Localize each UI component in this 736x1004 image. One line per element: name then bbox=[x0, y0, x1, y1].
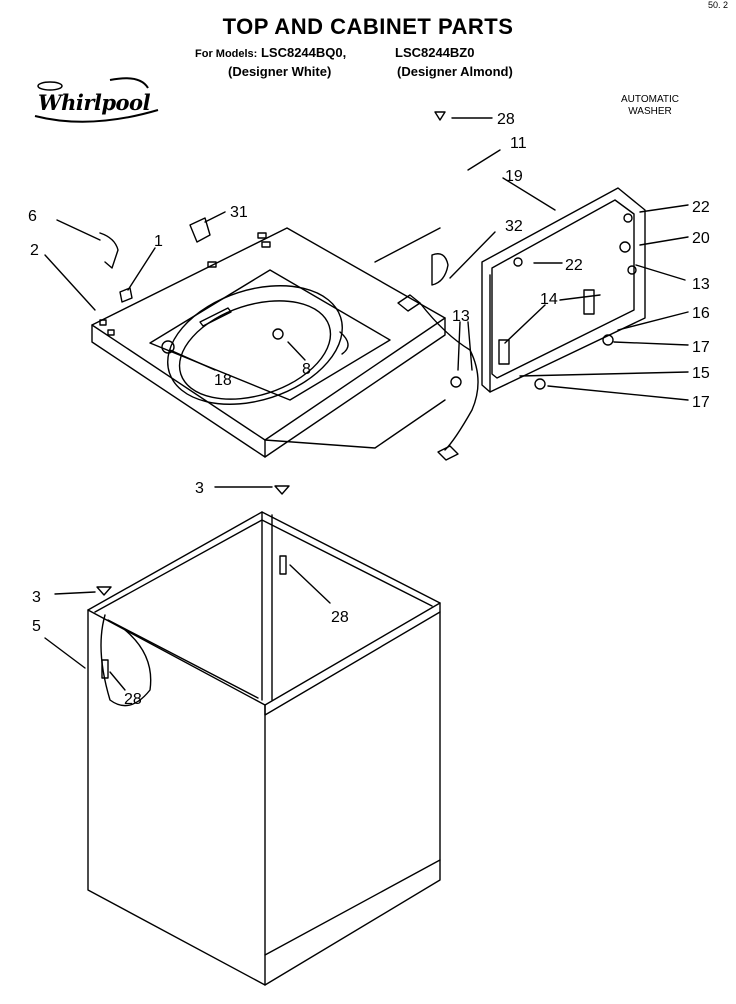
callout-22-inner: 22 bbox=[565, 257, 583, 274]
lid-hinge-slot bbox=[199, 307, 232, 327]
callout-13-right: 13 bbox=[692, 276, 710, 293]
part-22-bumper-inner bbox=[513, 257, 523, 267]
callout-18: 18 bbox=[214, 372, 232, 389]
model-color-1: (Designer White) bbox=[228, 64, 332, 79]
part-6-clip bbox=[99, 232, 119, 269]
callout-2: 2 bbox=[30, 242, 39, 259]
leader-lines bbox=[44, 117, 689, 691]
page-title: TOP AND CABINET PARTS bbox=[222, 14, 514, 39]
callout-22-top: 22 bbox=[692, 199, 710, 216]
callout-3-left: 3 bbox=[32, 589, 41, 606]
lid-frame bbox=[481, 187, 646, 393]
callout-20: 20 bbox=[692, 230, 710, 247]
model-list: For Models: LSC8244BQ0, LSC8244BZ0 bbox=[195, 45, 474, 60]
logo-swoosh-icon bbox=[34, 77, 159, 123]
model-color-2: (Designer Almond) bbox=[397, 64, 513, 79]
part-28-screw-top bbox=[434, 111, 446, 121]
part-18-hinge bbox=[161, 340, 175, 354]
part-31-bracket bbox=[189, 217, 211, 243]
part-20-catch bbox=[619, 241, 631, 253]
callout-6: 6 bbox=[28, 208, 37, 225]
callout-11: 11 bbox=[510, 135, 527, 152]
callout-5: 5 bbox=[32, 618, 41, 635]
models-prefix: For Models: bbox=[195, 48, 258, 60]
wire-harness bbox=[397, 294, 479, 461]
cabinet bbox=[87, 511, 441, 986]
part-1-fastener bbox=[119, 287, 133, 303]
document-type-label: AUTOMATIC WASHER bbox=[610, 94, 690, 118]
model-number-1: LSC8244BQ0, bbox=[260, 45, 347, 60]
part-17-foot-lower bbox=[534, 378, 546, 390]
callout-15: 15 bbox=[692, 365, 710, 382]
part-17-foot-upper bbox=[602, 334, 614, 346]
part-14-hinge-right bbox=[583, 289, 595, 315]
part-8-screw bbox=[272, 328, 284, 340]
whirlpool-logo: Whirlpool bbox=[30, 72, 165, 130]
callout-28-top: 28 bbox=[497, 111, 515, 128]
part-3-clip-left bbox=[96, 586, 112, 596]
callout-31: 31 bbox=[230, 204, 248, 221]
callout-3-right: 3 bbox=[195, 480, 204, 497]
callout-32: 32 bbox=[505, 218, 523, 235]
callout-28-cabinet: 28 bbox=[331, 609, 349, 626]
part-13-screw-right bbox=[627, 265, 637, 275]
callout-1: 1 bbox=[154, 233, 163, 250]
callout-14: 14 bbox=[540, 291, 558, 308]
part-28-screw-front bbox=[101, 659, 109, 679]
part-14-hinge-left bbox=[498, 339, 510, 365]
part-3-clip-right bbox=[274, 485, 290, 495]
callout-17-lower: 17 bbox=[692, 394, 710, 411]
callout-16: 16 bbox=[692, 305, 710, 322]
callout-28-front: 28 bbox=[124, 691, 142, 708]
part-13-screw-left bbox=[450, 376, 462, 388]
callout-13-left: 13 bbox=[452, 308, 470, 325]
doc-type-line-1: AUTOMATIC bbox=[621, 94, 679, 105]
page-corner-mark: 50. 2 bbox=[707, 0, 728, 10]
part-32-cover bbox=[431, 253, 449, 286]
callout-17-upper: 17 bbox=[692, 339, 710, 356]
logo-wordmark: Whirlpool bbox=[38, 90, 151, 115]
doc-type-line-2: WASHER bbox=[628, 106, 672, 117]
model-number-2: LSC8244BZ0 bbox=[395, 45, 475, 60]
callout-8: 8 bbox=[302, 361, 311, 378]
part-28-screw-cabinet bbox=[279, 555, 287, 575]
washer-top-panel bbox=[91, 227, 446, 458]
callout-19: 19 bbox=[505, 168, 523, 185]
part-22-bumper-top bbox=[623, 213, 633, 223]
